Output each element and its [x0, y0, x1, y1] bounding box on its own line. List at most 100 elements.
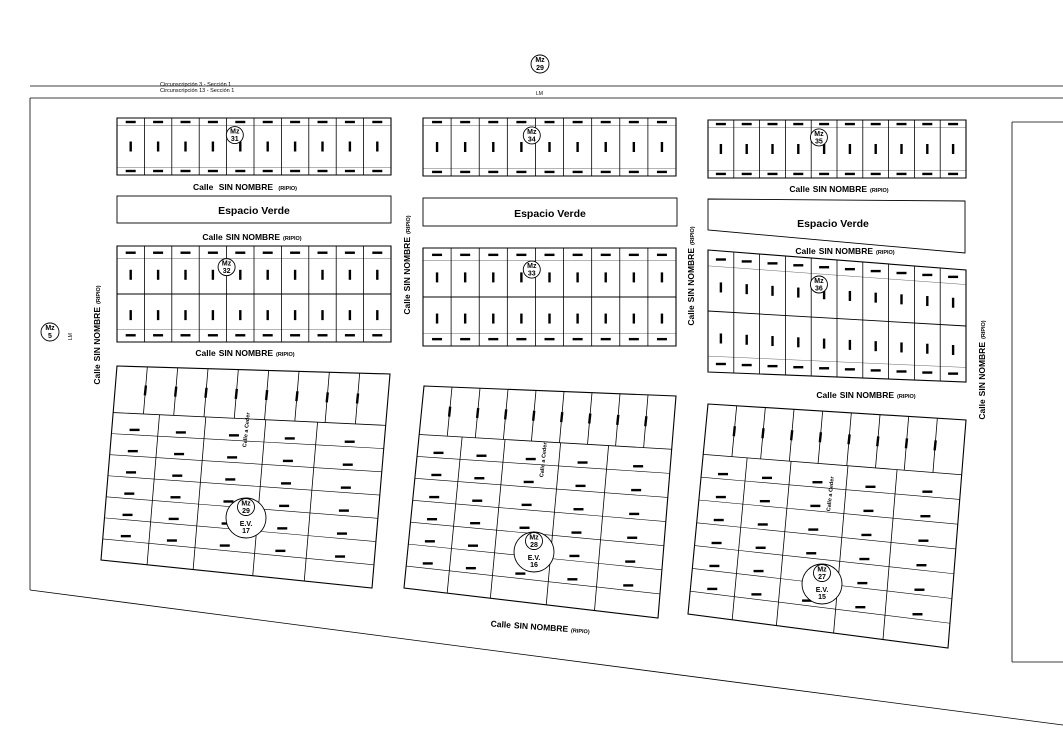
lot-dimension-mark — [519, 526, 530, 529]
lot-dimension-mark — [488, 120, 499, 124]
lot-dimension-mark — [184, 310, 187, 321]
lot-dimension-mark — [745, 144, 748, 154]
lot-dimension-mark — [632, 272, 636, 283]
lot-dimension-mark — [948, 275, 959, 279]
green-space-right-label: Espacio Verde — [797, 218, 869, 230]
lot-dimension-mark — [344, 169, 355, 173]
lot-dimension-mark — [844, 267, 855, 271]
lot-dimension-mark — [771, 285, 774, 296]
mz-number: 35 — [815, 138, 823, 145]
svg-text:CalleSIN NOMBRE(RIPIO): CalleSIN NOMBRE(RIPIO) — [490, 619, 590, 636]
lot-dimension-mark — [290, 120, 301, 124]
lot-dimension-mark — [262, 251, 273, 254]
lot-dimension-mark — [560, 412, 564, 423]
lot-dimension-mark — [492, 142, 495, 152]
lot-dimension-mark — [844, 172, 855, 176]
lot-dimension-mark — [129, 310, 132, 321]
lot-dimension-mark — [153, 251, 164, 254]
lot-dimension-mark — [848, 144, 852, 154]
lot-dimension-mark — [435, 313, 439, 324]
lot-dimension-mark — [153, 334, 164, 337]
lot-dimension-mark — [848, 290, 852, 301]
lot-dimension-mark — [235, 334, 246, 337]
lot-dimension-mark — [317, 120, 328, 124]
lot-dimension-mark — [143, 385, 148, 396]
lot-dimension-mark — [129, 141, 132, 152]
lot-dimension-mark — [575, 484, 586, 488]
lot-dimension-mark — [129, 269, 132, 280]
lot-dimension-mark — [548, 142, 551, 152]
ev-number: 15 — [818, 594, 826, 601]
lot-dimension-mark — [207, 120, 218, 124]
header-labels: Circunscripción 3 - Sección 1 Circunscri… — [30, 82, 1063, 99]
mz-prefix: Mz — [535, 57, 545, 64]
lot-dimension-mark — [207, 169, 218, 173]
lot-dimension-mark — [797, 287, 800, 298]
lot-dimension-mark — [544, 170, 555, 174]
lot-dimension-mark — [767, 262, 778, 265]
lm-label-top: LM — [536, 91, 543, 97]
lot-dimension-mark — [520, 142, 523, 152]
lot-dimension-mark — [855, 605, 866, 609]
lot-dimension-mark — [431, 473, 442, 477]
lot-dimension-mark — [239, 310, 242, 321]
lot-dimension-mark — [335, 555, 346, 558]
lot-dimension-mark — [266, 141, 269, 152]
lot-dimension-mark — [604, 272, 607, 283]
lot-dimension-mark — [223, 500, 234, 503]
lot-dimension-mark — [174, 452, 185, 456]
lot-dimension-mark — [567, 578, 578, 581]
lot-dimension-mark — [771, 336, 774, 347]
lot-dimension-mark — [432, 170, 443, 174]
lot-dimension-mark — [488, 337, 499, 341]
lot-dimension-mark — [264, 389, 269, 401]
lot-dimension-mark — [633, 465, 644, 468]
lot-dimension-mark — [266, 269, 269, 280]
lot-dimension-mark — [468, 544, 479, 547]
lot-dimension-mark — [926, 296, 929, 307]
green-space-left-label: Espacio Verde — [218, 205, 290, 217]
lot-dimension-mark — [600, 170, 611, 174]
lot-dimension-mark — [818, 432, 823, 443]
lot-dimension-mark — [279, 504, 290, 508]
lot-dimension-mark — [711, 541, 722, 545]
lot-dimension-mark — [848, 339, 852, 350]
lot-dimension-mark — [810, 504, 821, 508]
lot-dimension-mark — [745, 334, 748, 345]
mz-number: 36 — [815, 285, 823, 292]
lot-dimension-mark — [741, 172, 752, 176]
lot-dimension-mark — [180, 120, 191, 124]
lot-dimension-mark — [429, 495, 440, 499]
lot-dimension-mark — [569, 554, 580, 558]
lot-dimension-mark — [124, 492, 135, 495]
lot-dimension-mark — [741, 122, 752, 126]
lot-dimension-mark — [235, 169, 246, 173]
lot-dimension-mark — [184, 141, 187, 152]
lot-dimension-mark — [266, 310, 269, 321]
calle-ceder-1: Calle a Ceder — [242, 411, 252, 447]
mz-number: 28 — [530, 542, 538, 549]
lot-dimension-mark — [376, 269, 379, 280]
cul-de-sac — [801, 563, 843, 605]
lot-dimension-mark — [127, 449, 138, 453]
lot-dimension-mark — [713, 518, 724, 522]
lot-dimension-mark — [719, 282, 723, 293]
lot-dimension-mark — [874, 292, 877, 303]
lot-dimension-mark — [922, 490, 933, 493]
street-label-v-left: CalleSIN NOMBRE(RIPIO) — [92, 285, 102, 384]
cul-de-sac — [225, 497, 267, 539]
lot-dimension-mark — [317, 334, 328, 337]
lot-dimension-mark — [290, 334, 301, 337]
lot-dimension-mark — [492, 272, 495, 283]
lot-dimension-mark — [262, 334, 273, 337]
lot-dimension-mark — [600, 337, 611, 341]
lot-dimension-mark — [870, 269, 881, 273]
ev-prefix: E.V. — [816, 587, 829, 594]
lot-dimension-mark — [525, 457, 536, 461]
svg-text:CalleSIN NOMBRE(RIPIO): CalleSIN NOMBRE(RIPIO) — [195, 348, 294, 358]
